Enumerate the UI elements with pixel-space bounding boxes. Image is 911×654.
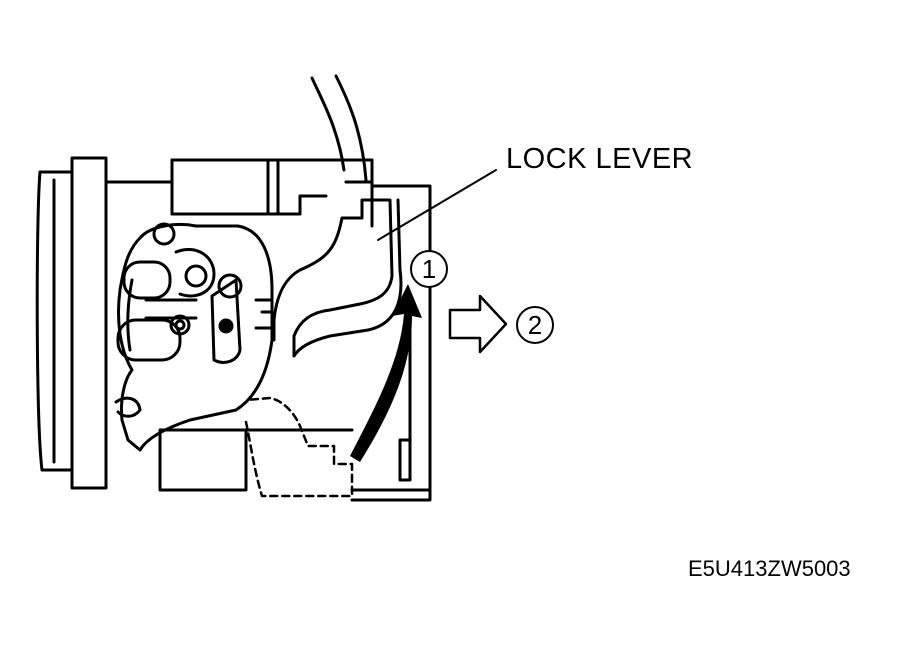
connector-body	[104, 158, 432, 502]
step-2-marker: 2	[516, 306, 554, 344]
wire-harness	[310, 74, 368, 182]
latch-plate	[114, 222, 274, 452]
figure-code: E5U413ZW5003	[688, 556, 851, 581]
step-1-marker: 1	[410, 250, 448, 288]
housing-block	[158, 428, 354, 492]
connector-flange	[35, 156, 108, 490]
lock-lever	[272, 198, 403, 358]
lock-lever-label: LOCK LEVER	[506, 143, 694, 175]
lift-arrow	[350, 284, 422, 462]
lever-release-position	[244, 396, 354, 498]
lock-lever-leader	[377, 169, 497, 241]
pull-arrow	[448, 294, 508, 354]
